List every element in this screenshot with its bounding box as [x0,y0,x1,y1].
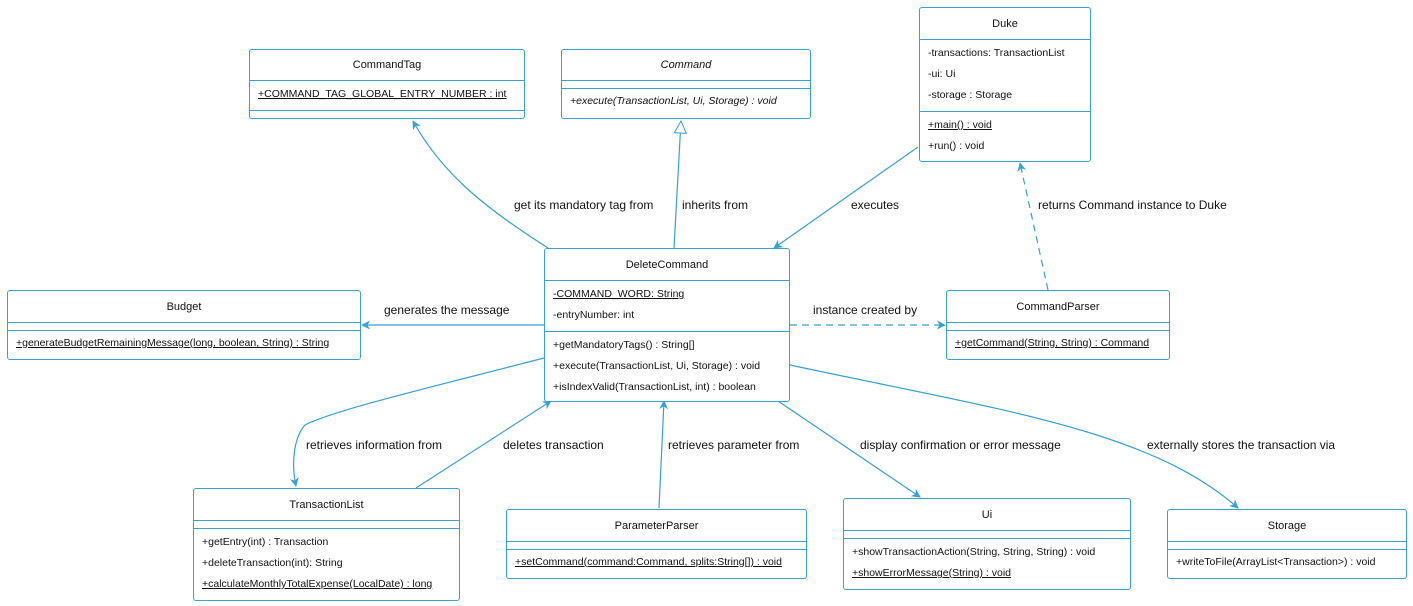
attribute-section [844,530,1130,538]
method: +setCommand(command:Command, splits:Stri… [515,556,782,568]
attribute: -transactions: TransactionList [928,47,1065,59]
edge-retrieves-info [289,357,545,487]
class-ui: Ui +showTransactionAction(String, String… [843,498,1131,590]
attribute-section [507,541,806,549]
edge-display [777,400,921,498]
method-section: +showTransactionAction(String, String, S… [844,538,1130,588]
method-section [250,110,524,118]
label-display: display confirmation or error message [860,438,1061,452]
edge-returns [1017,162,1049,291]
class-name: Ui [981,508,993,521]
method: +run() : void [928,140,985,152]
method-section: +getEntry(int) : Transaction +deleteTran… [194,528,459,599]
class-name: Duke [992,17,1018,30]
method: +execute(TransactionList, Ui, Storage) :… [570,95,777,107]
label-stores: externally stores the transaction via [1147,438,1336,452]
edge-stores [789,364,1239,509]
method-section: +getCommand(String, String) : Command [947,330,1169,358]
attribute-section: -COMMAND_WORD: String -entryNumber: int [545,280,789,331]
label-retrieves-param: retrieves parameter from [668,438,800,452]
method: +getCommand(String, String) : Command [955,337,1150,349]
label-tag: get its mandatory tag from [514,198,654,212]
label-generates: generates the message [384,303,510,317]
attribute-section [8,322,360,330]
attribute: -COMMAND_WORD: String [553,288,685,300]
method: +showTransactionAction(String, String, S… [852,546,1096,558]
class-commandparser: CommandParser +getCommand(String, String… [946,290,1170,360]
method-section: +execute(TransactionList, Ui, Storage) :… [562,88,810,116]
class-storage: Storage +writeToFile(ArrayList<Transacti… [1167,509,1407,579]
method: +showErrorMessage(String) : void [852,567,1012,579]
attribute-section [947,322,1169,330]
attribute-section [562,80,810,88]
attribute: -entryNumber: int [553,309,635,321]
label-retrieves-info: retrieves information from [306,438,443,452]
method: +writeToFile(ArrayList<Transaction>) : v… [1176,556,1376,568]
label-returns: returns Command instance to Duke [1038,198,1227,212]
method: +main() : void [928,119,992,131]
method: +generateBudgetRemainingMessage(long, bo… [16,337,330,349]
attribute-section: -transactions: TransactionList -ui: Ui -… [920,39,1090,111]
class-commandtag: CommandTag +COMMAND_TAG_GLOBAL_ENTRY_NUM… [249,49,525,119]
class-command: Command +execute(TransactionList, Ui, St… [561,49,811,119]
class-name: CommandTag [352,59,422,71]
method-section: +generateBudgetRemainingMessage(long, bo… [8,330,360,358]
class-budget: Budget +generateBudgetRemainingMessage(l… [7,290,361,360]
method-section: +setCommand(command:Command, splits:Stri… [507,549,806,577]
method-section: +writeToFile(ArrayList<Transaction>) : v… [1168,549,1406,577]
edge-tag [412,120,549,249]
label-deletes: deletes transaction [503,438,604,452]
class-name: Budget [166,300,202,313]
attribute: -ui: Ui [928,68,956,80]
label-created: instance created by [813,303,918,317]
class-name: TransactionList [289,498,364,511]
method-section: +main() : void +run() : void [920,111,1090,161]
attribute: +COMMAND_TAG_GLOBAL_ENTRY_NUMBER : int [258,88,507,100]
attribute-section [1168,541,1406,549]
class-name: CommandParser [1016,300,1100,313]
class-name: ParameterParser [614,519,699,532]
method-section: +getMandatoryTags() : String[] +execute(… [545,331,789,402]
method: +execute(TransactionList, Ui, Storage) :… [553,360,761,372]
edge-inherits [673,121,681,249]
method: +getEntry(int) : Transaction [202,536,329,548]
attribute: -storage : Storage [928,89,1013,101]
class-transactionlist: TransactionList +getEntry(int) : Transac… [193,488,460,601]
class-name: Storage [1267,519,1307,532]
attribute-section [194,520,459,528]
method: +isIndexValid(TransactionList, int) : bo… [553,381,756,393]
method: +calculateMonthlyTotalExpense(LocalDate)… [202,578,433,590]
label-inherits: inherits from [682,198,749,212]
class-name: DeleteCommand [625,258,709,271]
edge-executes [773,146,919,249]
class-parameterparser: ParameterParser +setCommand(command:Comm… [506,509,807,579]
class-duke: Duke -transactions: TransactionList -ui:… [919,7,1091,162]
attribute-section: +COMMAND_TAG_GLOBAL_ENTRY_NUMBER : int [250,80,524,110]
method: +deleteTransaction(int): String [202,557,343,569]
class-deletecommand: DeleteCommand -COMMAND_WORD: String -ent… [544,248,790,402]
label-executes: executes [851,198,900,212]
edge-retrieves-param [658,400,669,509]
method: +getMandatoryTags() : String[] [553,339,695,351]
edge-deletes [415,400,552,489]
class-name: Command [660,59,712,71]
